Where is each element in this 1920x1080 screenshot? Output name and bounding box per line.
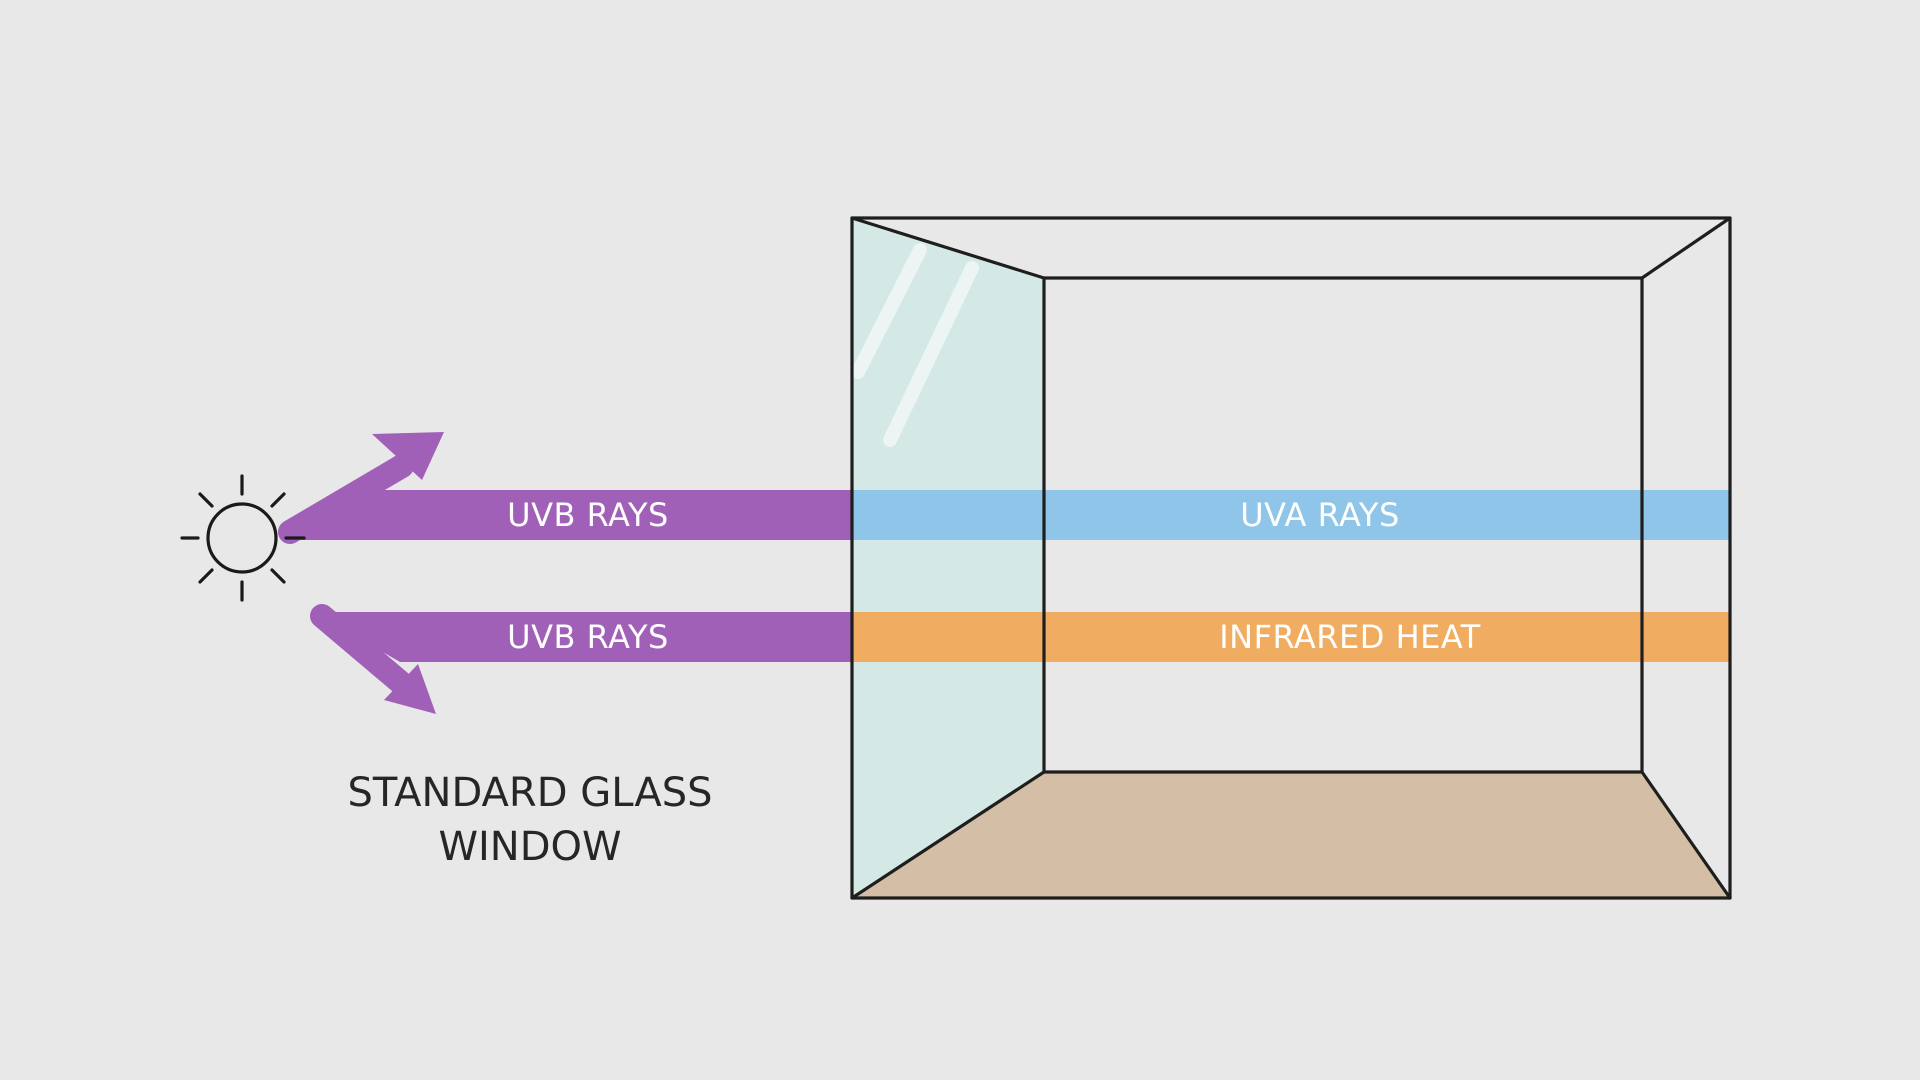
glass-pane <box>852 218 1044 898</box>
caption-line-1: STANDARD GLASS <box>347 770 712 816</box>
uvb-top-label: UVB RAYS <box>507 496 669 534</box>
uvb-ray-top-deflection <box>278 454 414 544</box>
room-edge-bottom-left <box>850 770 1046 900</box>
uva-ray <box>852 490 1730 540</box>
uvb-ray-top <box>282 490 852 540</box>
uvb-bottom-label: UVB RAYS <box>507 618 669 656</box>
caption-line-2: WINDOW <box>438 824 621 870</box>
glass-reflection-1 <box>851 243 927 379</box>
infrared-label: INFRARED HEAT <box>1219 618 1481 656</box>
room-edge-bottom-right <box>1640 770 1732 900</box>
glass-reflection-2 <box>883 261 979 447</box>
uva-label: UVA RAYS <box>1240 496 1400 534</box>
room-edge-top-right <box>1640 216 1732 280</box>
room-edge-top-left <box>850 216 1046 280</box>
room-back-wall <box>1042 276 1644 774</box>
uvb-ray-bottom <box>314 612 852 662</box>
sun-icon <box>180 474 306 602</box>
uvb-ray-bottom-deflection <box>310 604 412 694</box>
room-floor <box>852 772 1730 898</box>
uvb-ray-bottom-arrowhead <box>384 664 436 714</box>
uvb-ray-top-arrowhead <box>372 432 444 480</box>
infrared-ray <box>852 612 1730 662</box>
room-outer-frame <box>850 216 1732 900</box>
